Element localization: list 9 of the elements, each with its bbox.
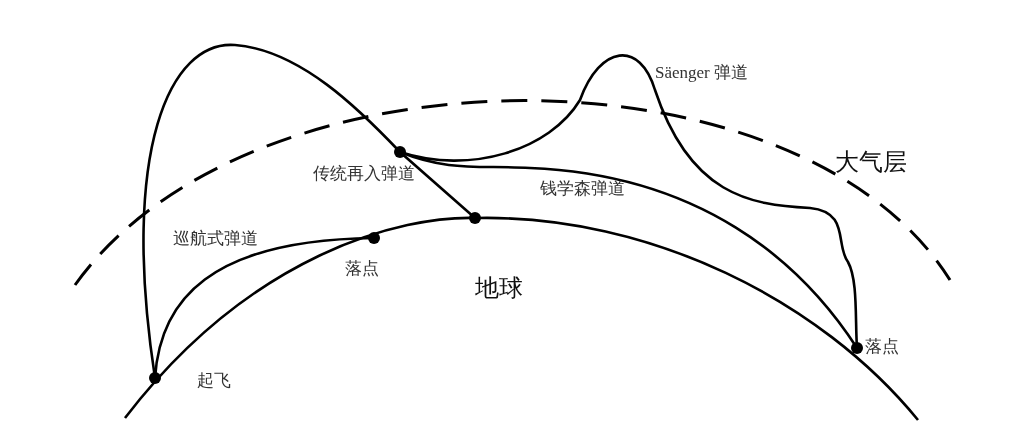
trajectory-label: 巡航式弹道 bbox=[173, 230, 258, 247]
trajectory-label: Säenger 弹道 bbox=[655, 64, 748, 81]
point-label: 落点 bbox=[345, 260, 379, 277]
point-label: 起飞 bbox=[197, 372, 231, 389]
region-label: 地球 bbox=[475, 276, 523, 300]
region-label: 大气层 bbox=[835, 150, 907, 174]
point-label: 落点 bbox=[865, 338, 899, 355]
trajectory-label: 钱学森弹道 bbox=[540, 180, 625, 197]
trajectory-label: 传统再入弹道 bbox=[313, 165, 415, 182]
